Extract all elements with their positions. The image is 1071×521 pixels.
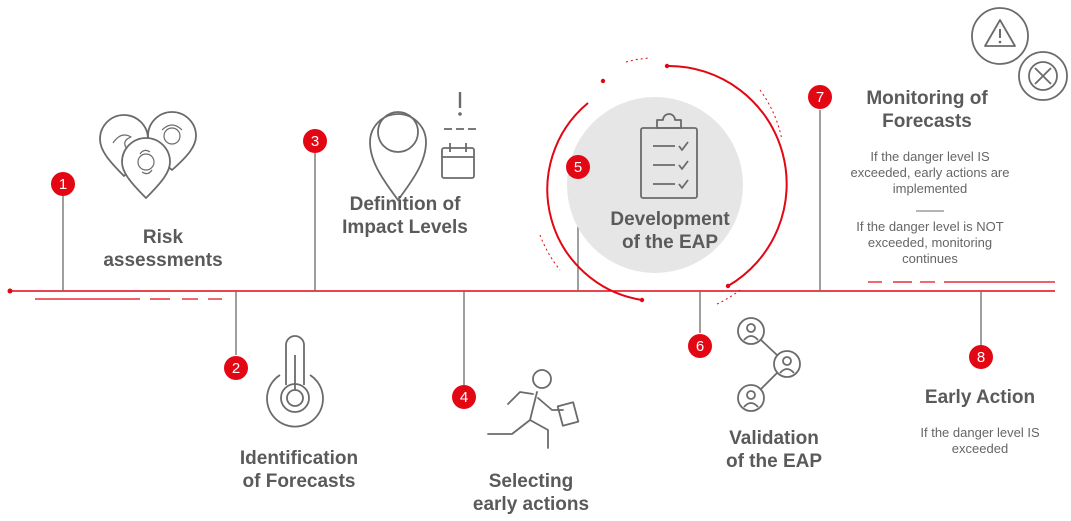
cyclone-map-pins-icon bbox=[99, 111, 197, 199]
step-number-3: 3 bbox=[311, 133, 319, 150]
clipboard-checklist-icon bbox=[640, 113, 698, 199]
step-number-4: 4 bbox=[460, 389, 468, 406]
step-title-8: Early Action bbox=[924, 387, 1036, 408]
timeline bbox=[7, 281, 1055, 300]
cancel-x-icon bbox=[1018, 51, 1068, 101]
step-badge-2: 2 bbox=[224, 356, 248, 380]
step-number-7: 7 bbox=[816, 89, 824, 106]
step-badge-1: 1 bbox=[51, 172, 75, 196]
step-number-1: 1 bbox=[59, 176, 67, 193]
connected-people-icon bbox=[737, 317, 801, 412]
step-badge-8: 8 bbox=[969, 345, 993, 369]
step-number-6: 6 bbox=[696, 338, 704, 355]
eap-development-highlight bbox=[539, 57, 788, 306]
step-number-8: 8 bbox=[977, 349, 985, 366]
step-badge-3: 3 bbox=[303, 129, 327, 153]
step-number-5: 5 bbox=[574, 159, 582, 176]
step-badge-7: 7 bbox=[808, 85, 832, 109]
warning-triangle-icon bbox=[971, 7, 1029, 65]
connectors bbox=[62, 110, 982, 385]
map-pin-calendar-warning-icon bbox=[369, 92, 476, 202]
running-person-document-icon bbox=[487, 369, 580, 449]
step-number-2: 2 bbox=[232, 360, 240, 377]
step-badge-4: 4 bbox=[452, 385, 476, 409]
step-badge-6: 6 bbox=[688, 334, 712, 358]
step-badge-5: 5 bbox=[566, 155, 590, 179]
thermometer-icon bbox=[266, 335, 324, 428]
